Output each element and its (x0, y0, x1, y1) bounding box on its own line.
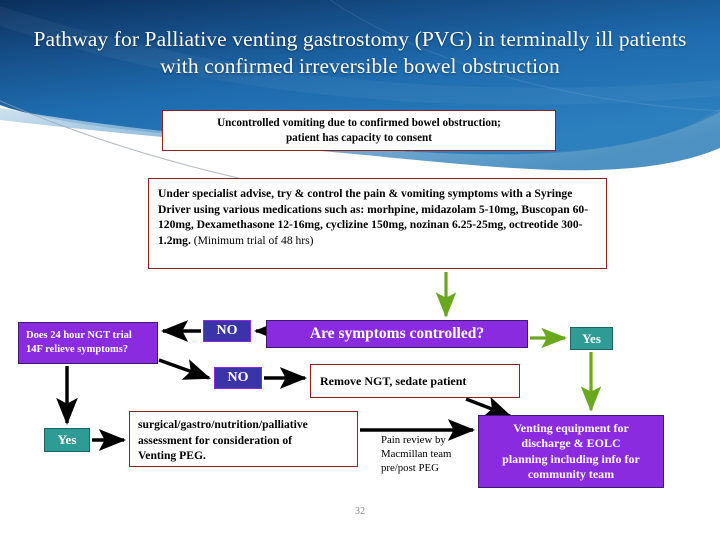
uncontrolled-line-2: patient has capacity to consent (285, 131, 433, 144)
arrow-remove-ngt-to-venting (465, 396, 512, 418)
venting-line-2: discharge & EOLC (521, 436, 621, 450)
uncontrolled-line-1: Uncontrolled vomiting due to confirmed b… (217, 116, 501, 129)
ngt-trial-line-1: Does 24 hour NGT trial (26, 330, 132, 341)
yes-left-label: Yes (57, 432, 77, 447)
no-1-label: NO (216, 323, 238, 338)
surgical-line-2: assessment for consideration of (138, 433, 293, 447)
node-no-1: NO (203, 320, 251, 342)
node-venting-equipment: Venting equipment for discharge & EOLC p… (478, 415, 664, 488)
remove-ngt-label: Remove NGT, sedate patient (320, 373, 467, 388)
ngt-trial-line-2: 14F relieve symptoms? (26, 344, 129, 355)
node-yes-left: Yes (44, 428, 90, 452)
symptoms-controlled-label: Are symptoms controlled? (309, 325, 485, 342)
node-ngt-trial: Does 24 hour NGT trial 14F relieve sympt… (18, 322, 158, 364)
medications-bold-text: Under specialist advise, try & control t… (158, 187, 589, 247)
surgical-line-1: surgical/gastro/nutrition/palliative (138, 418, 308, 431)
medications-normal-text: (Minimum trial of 48 hrs) (190, 233, 314, 247)
annotation-pain-review: Pain review by Macmillan team pre/post P… (381, 433, 481, 476)
node-remove-ngt: Remove NGT, sedate patient (310, 364, 520, 398)
page-title: Pathway for Palliative venting gastrosto… (33, 27, 687, 78)
surgical-line-3: Venting PEG. (138, 449, 206, 462)
page-number: 32 (355, 506, 365, 517)
arrow-ngt-trial-to-no-2 (158, 358, 211, 380)
venting-line-1: Venting equipment for (513, 420, 629, 435)
node-medication-trial: Under specialist advise, try & control t… (148, 178, 607, 269)
node-are-symptoms-controlled: Are symptoms controlled? (266, 320, 528, 348)
node-no-2: NO (214, 367, 262, 389)
pain-review-line-1: Pain review by (381, 434, 446, 446)
node-surgical-assessment: surgical/gastro/nutrition/palliative ass… (129, 411, 358, 467)
yes-right-label: Yes (582, 330, 601, 346)
pain-review-line-3: pre/post PEG (381, 462, 439, 475)
no-2-label: NO (227, 370, 249, 385)
pain-review-line-2: Macmillan team (381, 448, 452, 461)
venting-line-3: planning including info for (502, 451, 640, 466)
venting-line-4: community team (527, 467, 615, 481)
node-uncontrolled-vomiting: Uncontrolled vomiting due to confirmed b… (162, 110, 556, 151)
node-yes-right: Yes (570, 327, 613, 350)
